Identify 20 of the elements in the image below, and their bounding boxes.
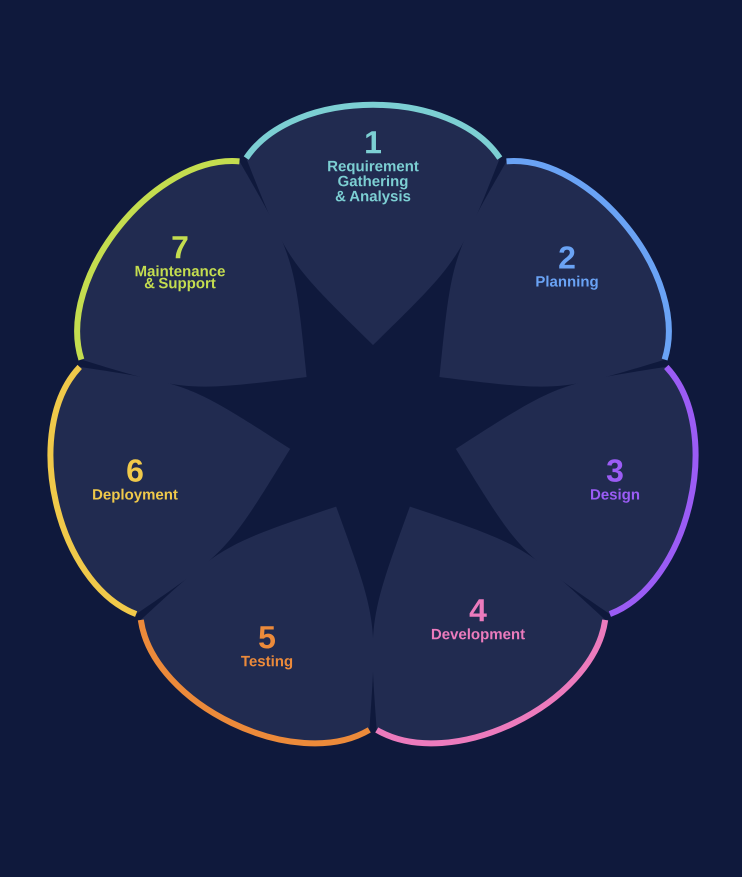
step-number: 1 xyxy=(366,131,381,154)
petal-segment xyxy=(74,158,307,387)
step-label: Development xyxy=(432,628,525,642)
step-number: 7 xyxy=(172,236,188,258)
step-label: Planning xyxy=(536,276,598,290)
step-label: Maintenance & Support xyxy=(136,265,225,292)
step-label: Design xyxy=(591,488,640,503)
step-label: Testing xyxy=(241,655,292,670)
step-label: Deployment xyxy=(93,488,178,503)
petal-segment xyxy=(138,506,374,746)
petal-segment xyxy=(439,158,672,387)
petal-segment xyxy=(244,102,502,345)
step-number: 6 xyxy=(127,459,143,482)
step-number: 4 xyxy=(470,599,487,622)
petal-segment xyxy=(372,506,608,746)
step-number: 2 xyxy=(559,246,575,269)
petal-segment xyxy=(48,365,290,617)
step-number: 3 xyxy=(606,459,623,482)
step-number: 5 xyxy=(259,626,275,649)
step-label: Requirement Gathering & Analysis xyxy=(328,160,419,204)
